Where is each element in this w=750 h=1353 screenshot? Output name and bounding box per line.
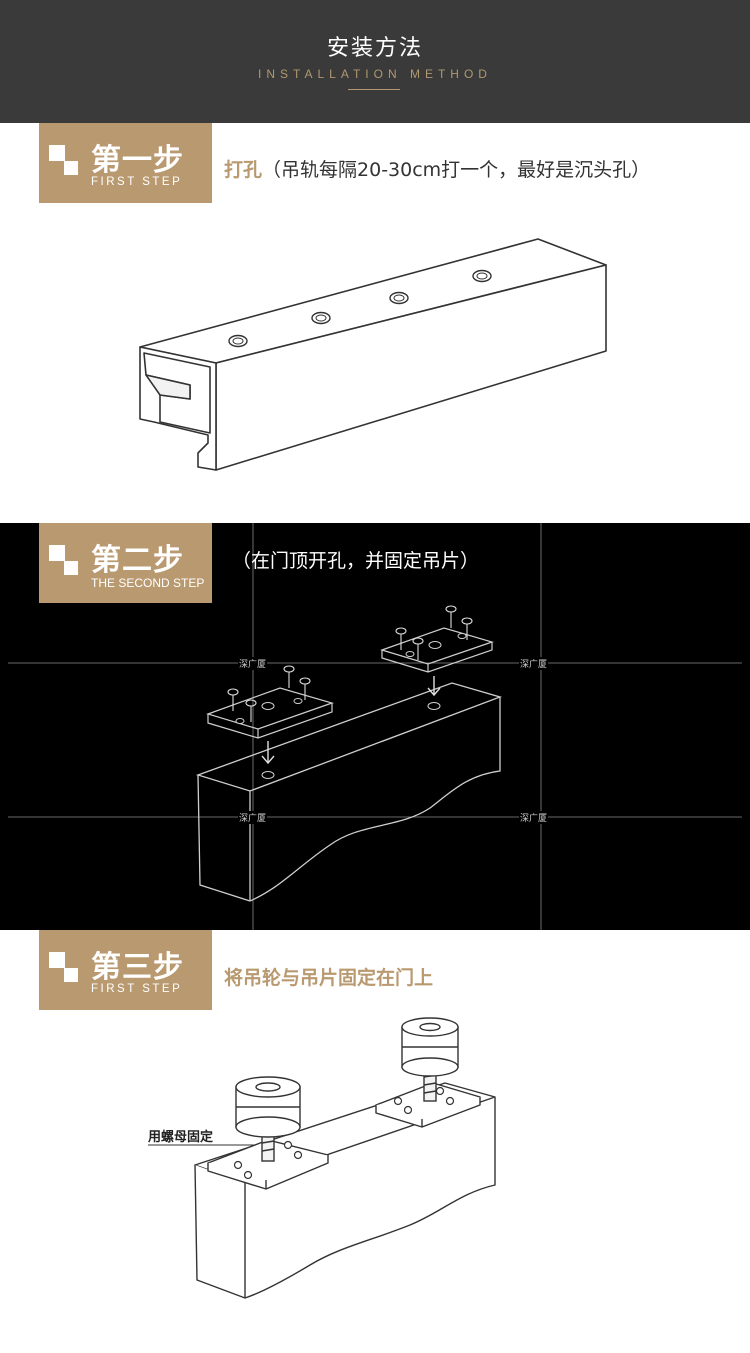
step-2-title: 第二步 <box>91 543 184 578</box>
step-1-highlight: 打孔 <box>224 159 263 181</box>
step-square-icon <box>64 161 78 175</box>
page-title: 安装方法 <box>326 36 423 61</box>
step-1-badge: 第一步 FIRST STEP <box>39 123 212 203</box>
step-square-icon <box>49 145 65 161</box>
step-3-badge: 第三步 FIRST STEP <box>39 930 212 1010</box>
nut-callout-label: 用螺母固定 <box>148 1130 214 1145</box>
step-3-highlight: 将吊轮与吊片固定在门上 <box>224 967 434 989</box>
wheel-mount-illustration <box>148 1017 496 1299</box>
step-1-subtitle: FIRST STEP <box>91 176 183 188</box>
step-1-title: 第一步 <box>91 143 184 178</box>
rail-illustration <box>139 238 607 471</box>
step-1-description: 打孔（吊轨每隔20-30cm打一个，最好是沉头孔） <box>224 155 650 182</box>
step-3-title: 第三步 <box>91 950 184 985</box>
door-top-diagram <box>8 523 742 930</box>
dimension-label: 深广厦 <box>519 811 549 824</box>
step-3-subtitle: FIRST STEP <box>91 983 183 995</box>
header-divider <box>348 89 400 90</box>
step-2-panel: 第二步 THE SECOND STEP （在门顶开孔，并固定吊片） 深广厦 深广… <box>0 523 750 930</box>
step-2-badge: 第二步 THE SECOND STEP <box>39 523 212 603</box>
step-square-icon <box>49 952 65 968</box>
step-1-detail: （吊轨每隔20-30cm打一个，最好是沉头孔） <box>262 159 651 181</box>
page-header: 安装方法 INSTALLATION METHOD <box>0 0 750 123</box>
step-2-description: （在门顶开孔，并固定吊片） <box>232 550 480 572</box>
dimension-label: 深广厦 <box>238 811 268 824</box>
step-square-icon <box>64 561 78 575</box>
page-subtitle: INSTALLATION METHOD <box>258 67 492 81</box>
step-square-icon <box>49 545 65 561</box>
dimension-label: 深广厦 <box>519 657 549 670</box>
dimension-label: 深广厦 <box>238 657 268 670</box>
step-3-description: 将吊轮与吊片固定在门上 <box>224 963 433 990</box>
step-2-subtitle: THE SECOND STEP <box>91 576 205 590</box>
step-square-icon <box>64 968 78 982</box>
